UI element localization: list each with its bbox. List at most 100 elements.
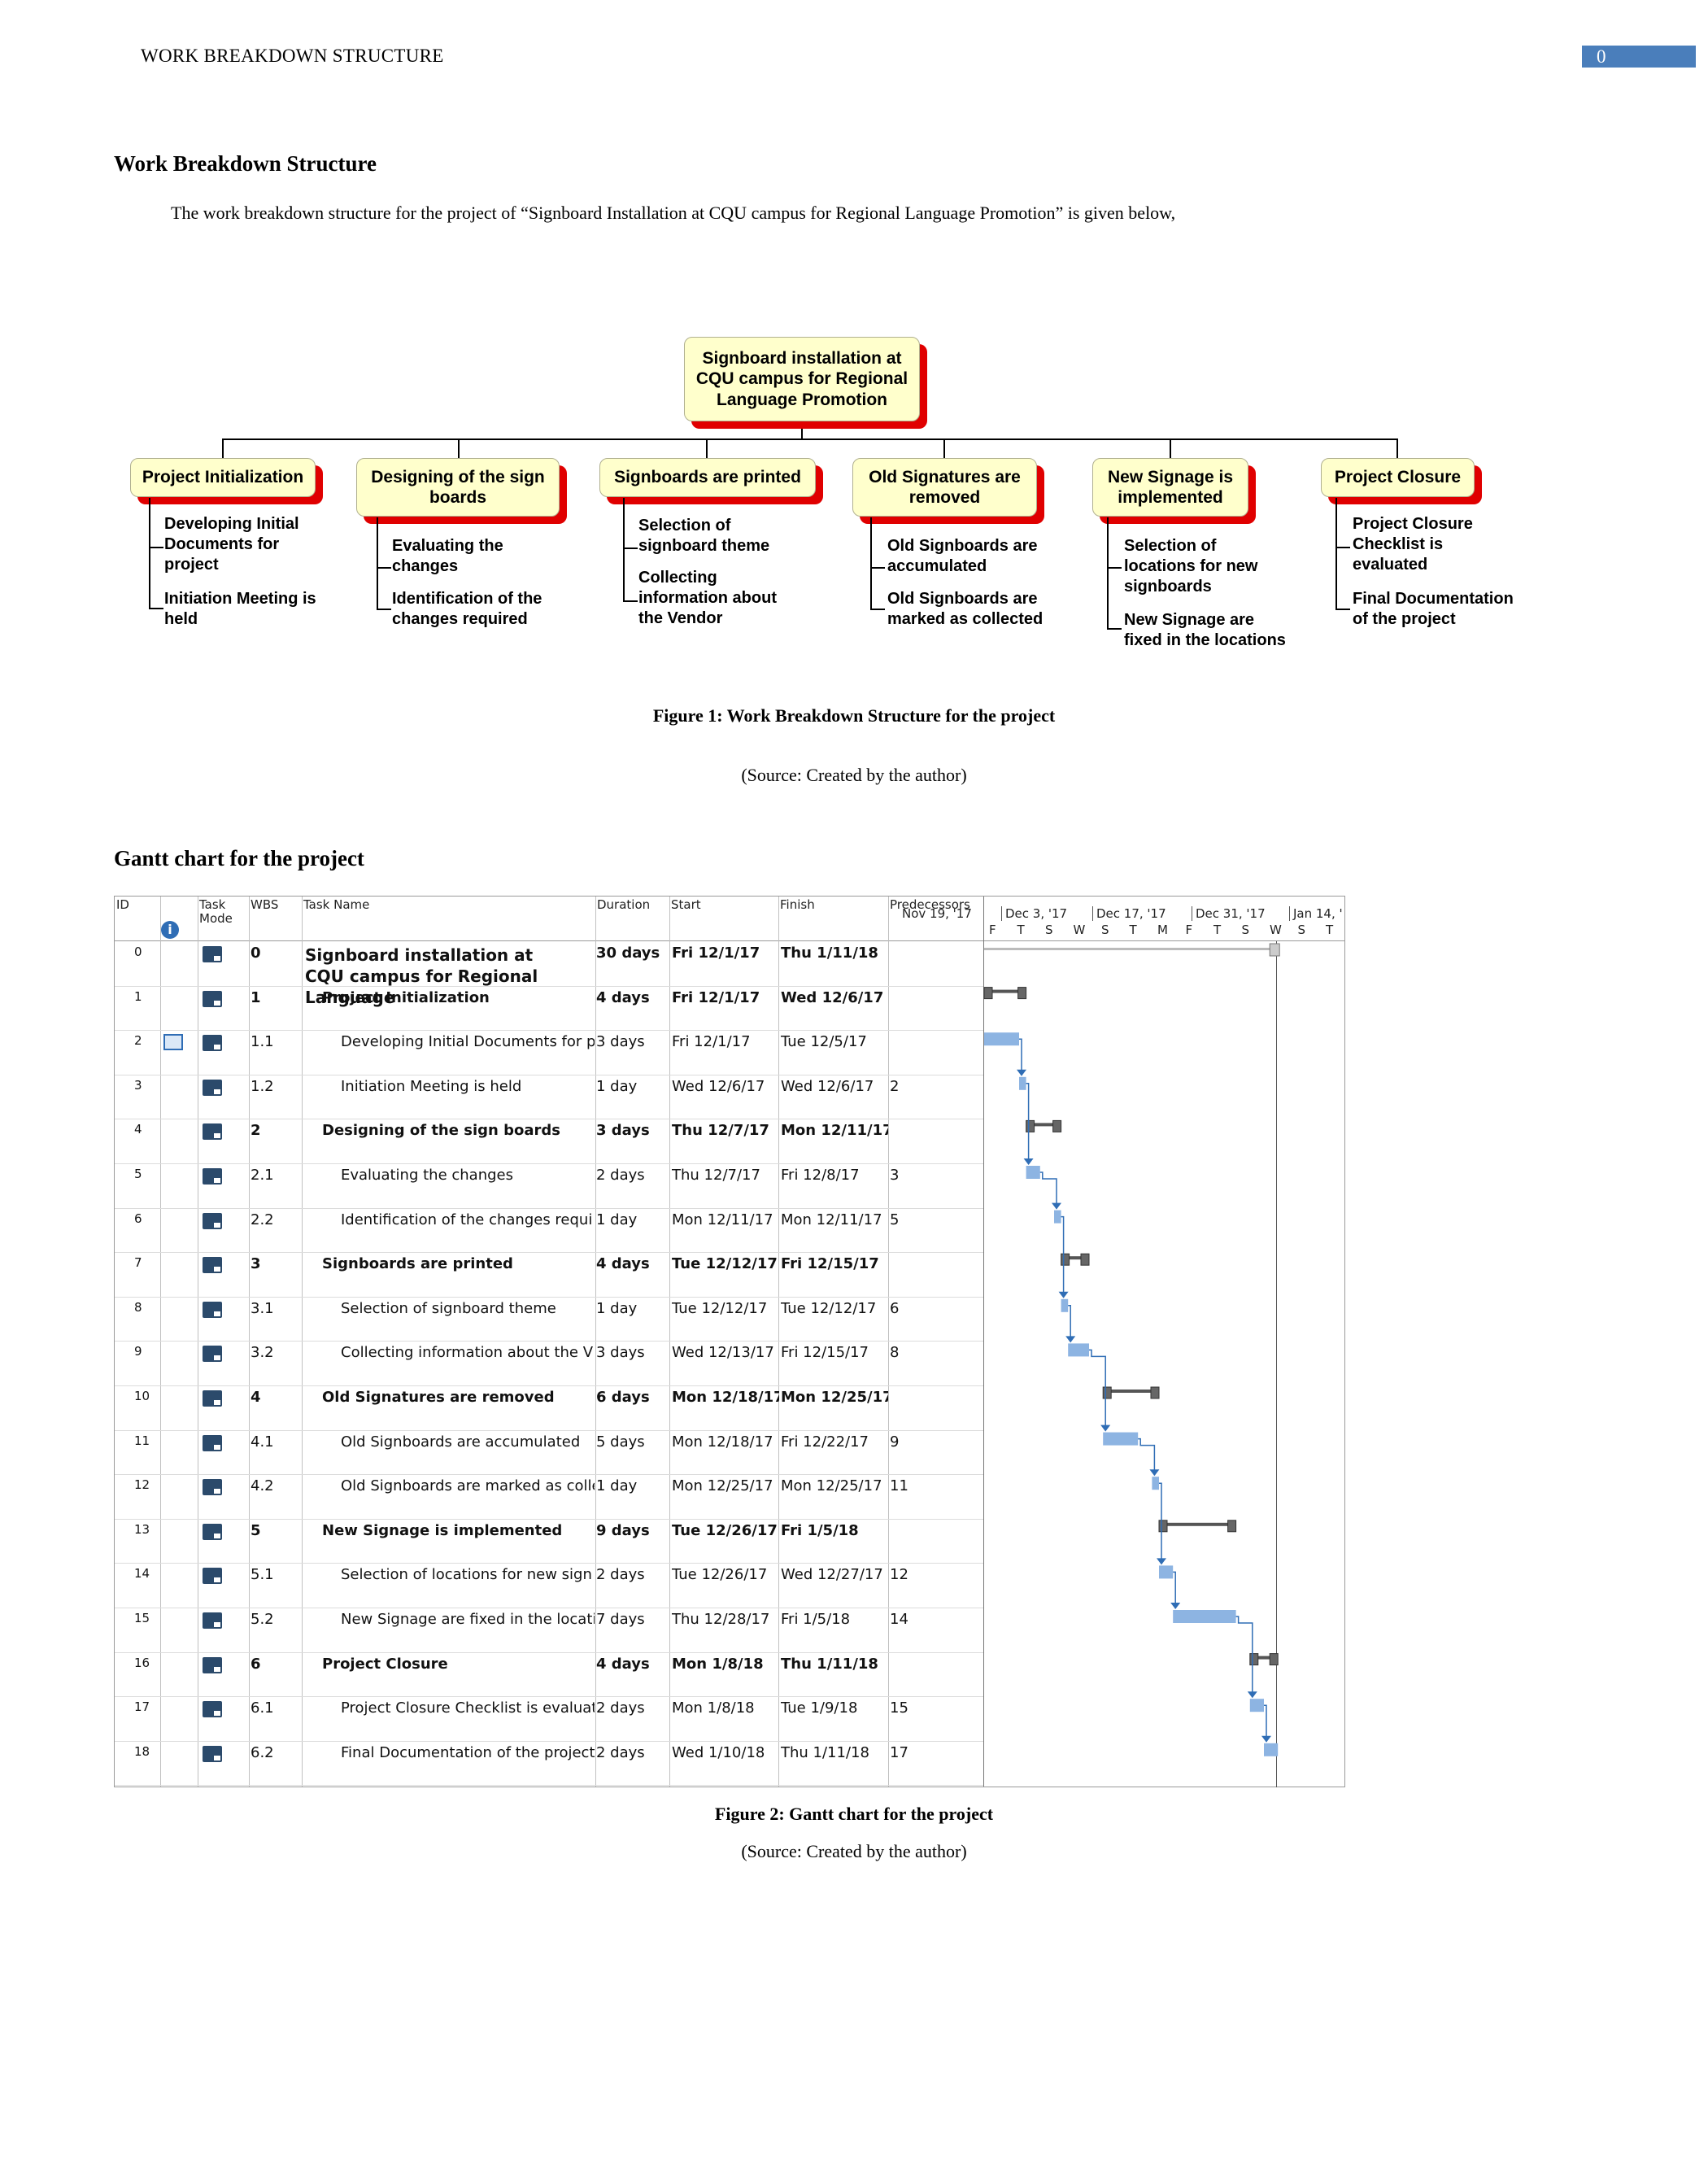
row-divider xyxy=(115,1474,983,1476)
task-bar[interactable] xyxy=(1026,1166,1040,1179)
project-summary-bar[interactable] xyxy=(984,948,1279,950)
task-id: 0 xyxy=(134,945,142,959)
summary-bar-end xyxy=(1249,1653,1259,1666)
summary-task-bar[interactable] xyxy=(1159,1522,1236,1526)
task-wbs: 1 xyxy=(251,988,261,1006)
summary-task-bar[interactable] xyxy=(1026,1123,1061,1127)
dependency-link xyxy=(1264,1704,1267,1742)
branch-stem xyxy=(149,498,150,609)
task-bar[interactable] xyxy=(1249,1699,1264,1712)
task-duration: 7 days xyxy=(596,1611,645,1628)
summary-bar-end xyxy=(1061,1253,1070,1266)
task-start: Tue 12/26/17 xyxy=(672,1521,778,1539)
col-header-task-name: Task Name xyxy=(303,897,370,912)
task-mode-icon xyxy=(203,1257,222,1274)
wbs-item: Selection of signboard theme xyxy=(638,517,770,555)
task-id: 16 xyxy=(134,1655,150,1670)
task-duration: 5 days xyxy=(596,1433,645,1451)
task-finish: Tue 12/12/17 xyxy=(781,1299,877,1317)
row-divider xyxy=(115,1429,983,1431)
timeline-day-letter: T xyxy=(1326,923,1334,937)
row-divider xyxy=(115,1651,983,1653)
task-predecessors: 9 xyxy=(890,1433,900,1451)
timeline-day-letter: M xyxy=(1157,923,1168,937)
dependency-arrowhead xyxy=(1100,1424,1111,1432)
task-name: Old Signboards are accumulated xyxy=(341,1433,581,1451)
task-bar[interactable] xyxy=(1264,1743,1279,1756)
row-divider xyxy=(115,1030,983,1032)
branch-drop xyxy=(943,438,945,460)
task-wbs: 0 xyxy=(251,945,261,962)
task-bar[interactable] xyxy=(1173,1610,1236,1623)
summary-task-bar[interactable] xyxy=(1249,1656,1279,1660)
task-name: Developing Initial Documents for p xyxy=(341,1033,595,1051)
task-bar[interactable] xyxy=(1019,1076,1026,1090)
task-name: Identification of the changes requi xyxy=(341,1211,593,1228)
task-finish: Thu 1/11/18 xyxy=(781,1743,869,1761)
task-bar[interactable] xyxy=(1068,1343,1089,1357)
task-start: Mon 1/8/18 xyxy=(672,1699,755,1717)
summary-task-bar[interactable] xyxy=(1061,1256,1089,1260)
task-mode-icon xyxy=(203,1434,222,1451)
summary-task-bar[interactable] xyxy=(984,989,1026,993)
task-mode-icon xyxy=(203,1701,222,1718)
task-duration: 4 days xyxy=(596,1255,650,1273)
task-start: Thu 12/28/17 xyxy=(672,1611,770,1628)
col-header-predecessors: Predecessors xyxy=(890,897,970,912)
task-bar[interactable] xyxy=(1103,1432,1139,1446)
item-tick xyxy=(623,548,638,549)
col-header-wbs: WBS xyxy=(251,897,279,912)
wbs-item: Evaluating the changes xyxy=(392,537,503,575)
dependency-arrowhead xyxy=(1017,1069,1026,1076)
summary-bar-end xyxy=(983,987,993,1000)
row-divider xyxy=(115,1385,983,1386)
gantt-bars xyxy=(983,943,1280,1756)
dependency-link xyxy=(1138,1438,1156,1476)
task-bar[interactable] xyxy=(1054,1210,1061,1224)
running-header-title: WORK BREAKDOWN STRUCTURE xyxy=(141,46,444,66)
timeline-day-letter: S xyxy=(1045,923,1053,937)
row-divider xyxy=(115,1252,983,1254)
task-bar[interactable] xyxy=(1152,1477,1159,1490)
task-mode-icon xyxy=(203,1035,222,1052)
task-bar[interactable] xyxy=(1159,1565,1174,1579)
task-finish: Mon 12/11/17 xyxy=(781,1211,882,1228)
task-duration: 2 days xyxy=(596,1566,645,1584)
timeline-divider xyxy=(983,897,984,1787)
task-mode-icon xyxy=(203,1168,222,1185)
today-line xyxy=(1276,941,1277,1787)
task-start: Wed 12/13/17 xyxy=(672,1344,774,1362)
task-mode-icon xyxy=(203,1612,222,1629)
task-wbs: 1.1 xyxy=(251,1033,274,1051)
task-wbs: 4.2 xyxy=(251,1477,274,1495)
task-id: 8 xyxy=(134,1299,142,1315)
item-tick xyxy=(870,567,885,569)
row-divider xyxy=(115,1740,983,1742)
task-finish: Fri 12/15/17 xyxy=(781,1255,879,1273)
task-mode-icon xyxy=(203,1346,222,1363)
task-name: Designing of the sign boards xyxy=(322,1122,560,1140)
wbs-item: Initiation Meeting is held xyxy=(164,590,316,628)
task-finish: Thu 1/11/18 xyxy=(781,1655,878,1673)
task-bar[interactable] xyxy=(984,1032,1019,1046)
dependency-link xyxy=(1173,1571,1176,1608)
task-start: Mon 12/11/17 xyxy=(672,1211,773,1228)
task-name: Signboard installation at CQU campus for… xyxy=(305,945,538,1007)
task-duration: 6 days xyxy=(596,1389,650,1406)
figure-1-source: (Source: Created by the author) xyxy=(741,765,967,785)
task-mode-icon xyxy=(203,1301,222,1318)
task-wbs: 3.1 xyxy=(251,1299,274,1317)
task-finish: Fri 1/5/18 xyxy=(781,1611,851,1628)
summary-task-bar[interactable] xyxy=(1103,1390,1159,1393)
task-mode-icon xyxy=(203,990,222,1007)
task-predecessors: 15 xyxy=(890,1699,908,1717)
col-header-task-mode: Task Mode xyxy=(199,897,233,927)
wbs-branch-new-signage-implemented: New Signage is implemented xyxy=(1092,458,1248,517)
branch-stem xyxy=(870,517,872,610)
task-predecessors: 14 xyxy=(890,1611,908,1628)
task-bar[interactable] xyxy=(1061,1298,1069,1312)
dependency-link xyxy=(1068,1305,1071,1342)
task-predecessors: 8 xyxy=(890,1344,900,1362)
item-tick xyxy=(149,608,163,609)
task-id: 7 xyxy=(134,1255,142,1271)
